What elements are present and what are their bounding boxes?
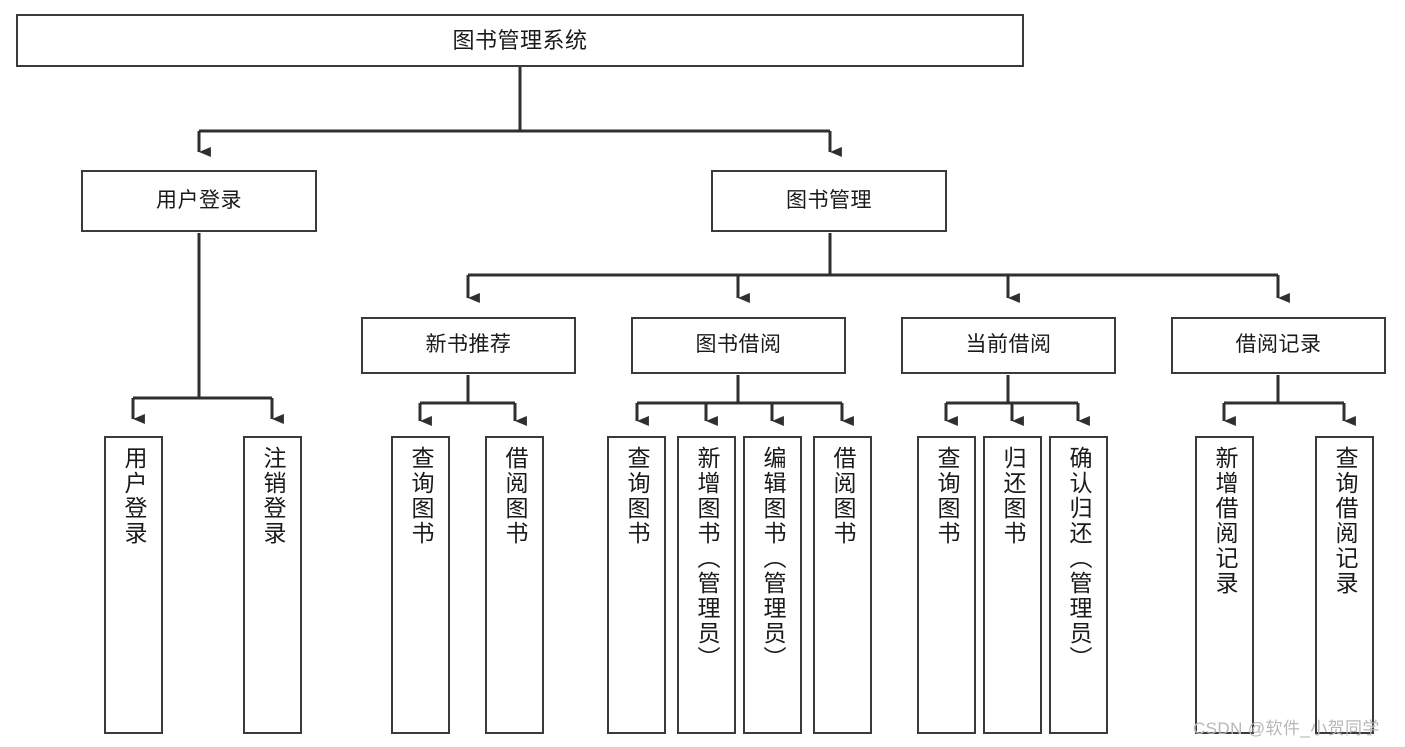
node-label: 借阅图书 — [502, 446, 528, 546]
node-label: 新增图书（管理员） — [694, 446, 720, 671]
leaf-user-login-login[interactable]: 用户登录 — [104, 436, 163, 734]
leaf-record-add[interactable]: 新增借阅记录 — [1195, 436, 1254, 734]
node-label: 图书管理 — [786, 188, 872, 212]
node-label: 图书借阅 — [695, 333, 782, 357]
node-borrow-record[interactable]: 借阅记录 — [1171, 317, 1386, 374]
leaf-record-query[interactable]: 查询借阅记录 — [1315, 436, 1374, 734]
node-root-system[interactable]: 图书管理系统 — [16, 14, 1024, 67]
node-label: 新书推荐 — [425, 333, 512, 357]
leaf-current-query-book[interactable]: 查询图书 — [917, 436, 976, 734]
node-book-management[interactable]: 图书管理 — [711, 170, 947, 232]
leaf-borrow-add-book[interactable]: 新增图书（管理员） — [677, 436, 736, 734]
node-label: 借阅图书 — [830, 446, 856, 546]
node-user-login[interactable]: 用户登录 — [81, 170, 317, 232]
node-label: 查询图书 — [624, 446, 650, 546]
node-label: 借阅记录 — [1235, 333, 1322, 357]
node-label: 归还图书 — [1000, 446, 1026, 546]
node-label: 图书管理系统 — [452, 27, 588, 53]
node-label: 注销登录 — [260, 446, 286, 546]
leaf-borrow-query-book[interactable]: 查询图书 — [607, 436, 666, 734]
leaf-current-return-book[interactable]: 归还图书 — [983, 436, 1042, 734]
leaf-user-login-logout[interactable]: 注销登录 — [243, 436, 302, 734]
node-label: 查询借阅记录 — [1332, 446, 1358, 596]
node-label: 用户登录 — [156, 188, 242, 212]
node-current-borrow[interactable]: 当前借阅 — [901, 317, 1116, 374]
watermark: CSDN @软件_小贺同学 — [1193, 719, 1380, 738]
node-new-book-recommend[interactable]: 新书推荐 — [361, 317, 576, 374]
node-label: 编辑图书（管理员） — [760, 446, 786, 671]
leaf-new-book-query[interactable]: 查询图书 — [391, 436, 450, 734]
node-book-borrow[interactable]: 图书借阅 — [631, 317, 846, 374]
node-label: 查询图书 — [934, 446, 960, 546]
node-label: 确认归还（管理员） — [1066, 446, 1092, 671]
node-label: 用户登录 — [121, 446, 147, 546]
node-label: 查询图书 — [408, 446, 434, 546]
leaf-borrow-borrow-book[interactable]: 借阅图书 — [813, 436, 872, 734]
node-label: 新增借阅记录 — [1212, 446, 1238, 596]
leaf-borrow-edit-book[interactable]: 编辑图书（管理员） — [743, 436, 802, 734]
leaf-new-book-borrow[interactable]: 借阅图书 — [485, 436, 544, 734]
leaf-current-confirm-return[interactable]: 确认归还（管理员） — [1049, 436, 1108, 734]
node-label: 当前借阅 — [965, 333, 1052, 357]
